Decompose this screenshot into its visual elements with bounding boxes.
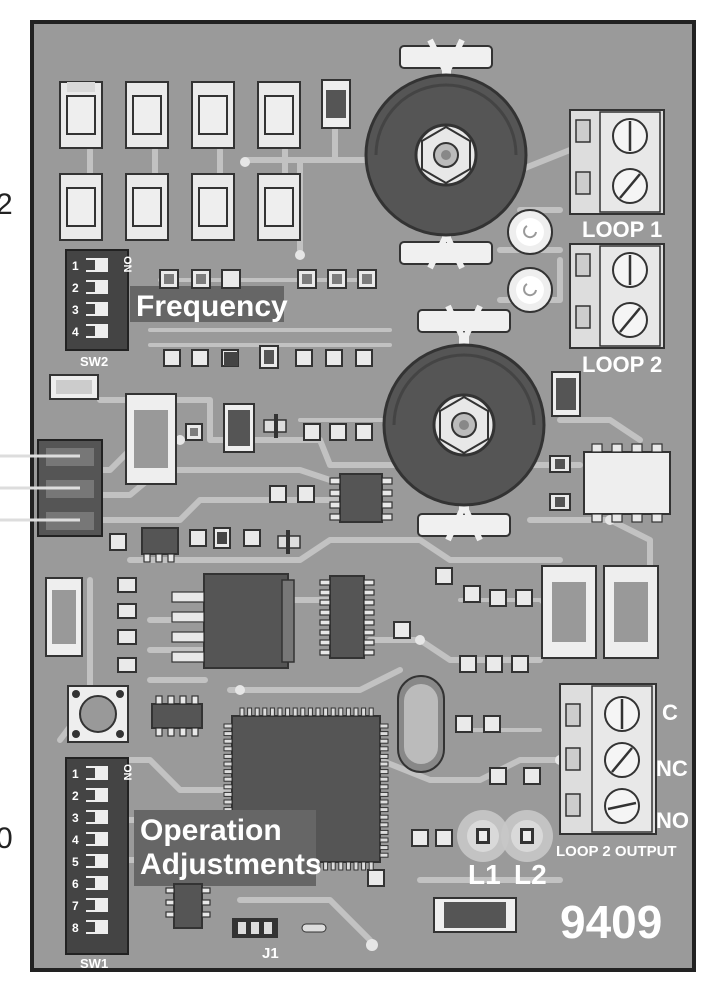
margin-glyph-bottom: 0	[0, 822, 13, 855]
diode-top	[321, 79, 351, 129]
ic-soic-16-mid	[319, 575, 375, 659]
inductor-bottom-left	[45, 577, 83, 657]
output-c-label: C	[662, 700, 678, 725]
left-header-connector	[0, 439, 103, 537]
ic-soic-8-upper	[329, 473, 393, 523]
sw2-pos-4: 4	[72, 325, 79, 339]
status-leds	[457, 810, 553, 862]
loop-transformer-2	[382, 304, 546, 542]
relay	[583, 443, 671, 523]
diode-mid	[223, 403, 255, 453]
operation-label-line2: Adjustments	[140, 848, 322, 881]
frequency-label-bg	[130, 286, 284, 322]
sw1-pos-4: 4	[72, 833, 79, 847]
push-button	[67, 685, 129, 743]
sw1-pos-7: 7	[72, 899, 79, 913]
loop-2-output-label: LOOP 2 OUTPUT	[556, 843, 677, 860]
operation-label-line1: Operation	[140, 814, 282, 847]
sw1-dip-switch: ON 1 2 3 4 5 6 7 8 SW1	[65, 757, 133, 971]
diode-bottom	[433, 897, 517, 933]
margin-glyph-top: 2	[0, 188, 13, 221]
sw1-label: SW1	[80, 956, 108, 971]
inductor-left-mid	[125, 393, 177, 485]
output-nc-label: NC	[656, 756, 688, 781]
ic-soic-bottom	[165, 883, 211, 929]
sw1-pos-3: 3	[72, 811, 79, 825]
voltage-regulator	[171, 573, 295, 669]
ic-soic-8-lower	[151, 695, 203, 737]
smd-transistors	[224, 352, 301, 554]
sw2-label: SW2	[80, 354, 108, 369]
sw2-dip-switch: ON 1 2 3 4 SW2	[65, 249, 133, 369]
output-no-label: NO	[656, 808, 689, 833]
terminal-block-loop-2	[569, 243, 665, 349]
loop-1-label: LOOP 1	[582, 217, 662, 242]
smd-small-components	[109, 269, 571, 887]
sw1-pos-8: 8	[72, 921, 79, 935]
sw1-pos-1: 1	[72, 767, 79, 781]
sw1-pos-5: 5	[72, 855, 79, 869]
l1-label: L1	[468, 859, 501, 890]
sw2-pos-3: 3	[72, 303, 79, 317]
sw1-pos-2: 2	[72, 789, 79, 803]
diode-right	[551, 371, 581, 417]
crystal-oscillator	[397, 675, 445, 773]
smd-resistor-array	[59, 81, 301, 241]
sw2-pos-1: 1	[72, 259, 79, 273]
ic-small-left	[141, 527, 179, 563]
capacitor-left	[49, 374, 99, 400]
j1-jumper: J1	[232, 918, 279, 962]
operation-label-bg	[134, 810, 316, 886]
sw1-pos-6: 6	[72, 877, 79, 891]
sw2-pos-2: 2	[72, 281, 79, 295]
board-number: 9409	[560, 896, 662, 948]
terminal-block-loop-1	[569, 109, 665, 215]
sw2-on-label: ON	[121, 256, 133, 273]
loop-indicator-leds	[507, 209, 553, 313]
sw1-on-label: ON	[121, 764, 133, 781]
l2-label: L2	[514, 859, 547, 890]
loop-2-label: LOOP 2	[582, 352, 662, 377]
j1-label: J1	[262, 945, 279, 962]
loop-transformer-1	[364, 38, 528, 270]
output-inductors	[541, 565, 659, 659]
frequency-label: Frequency	[136, 290, 288, 323]
terminal-block-loop-2-output	[559, 683, 657, 835]
smd-fuse	[301, 923, 327, 933]
